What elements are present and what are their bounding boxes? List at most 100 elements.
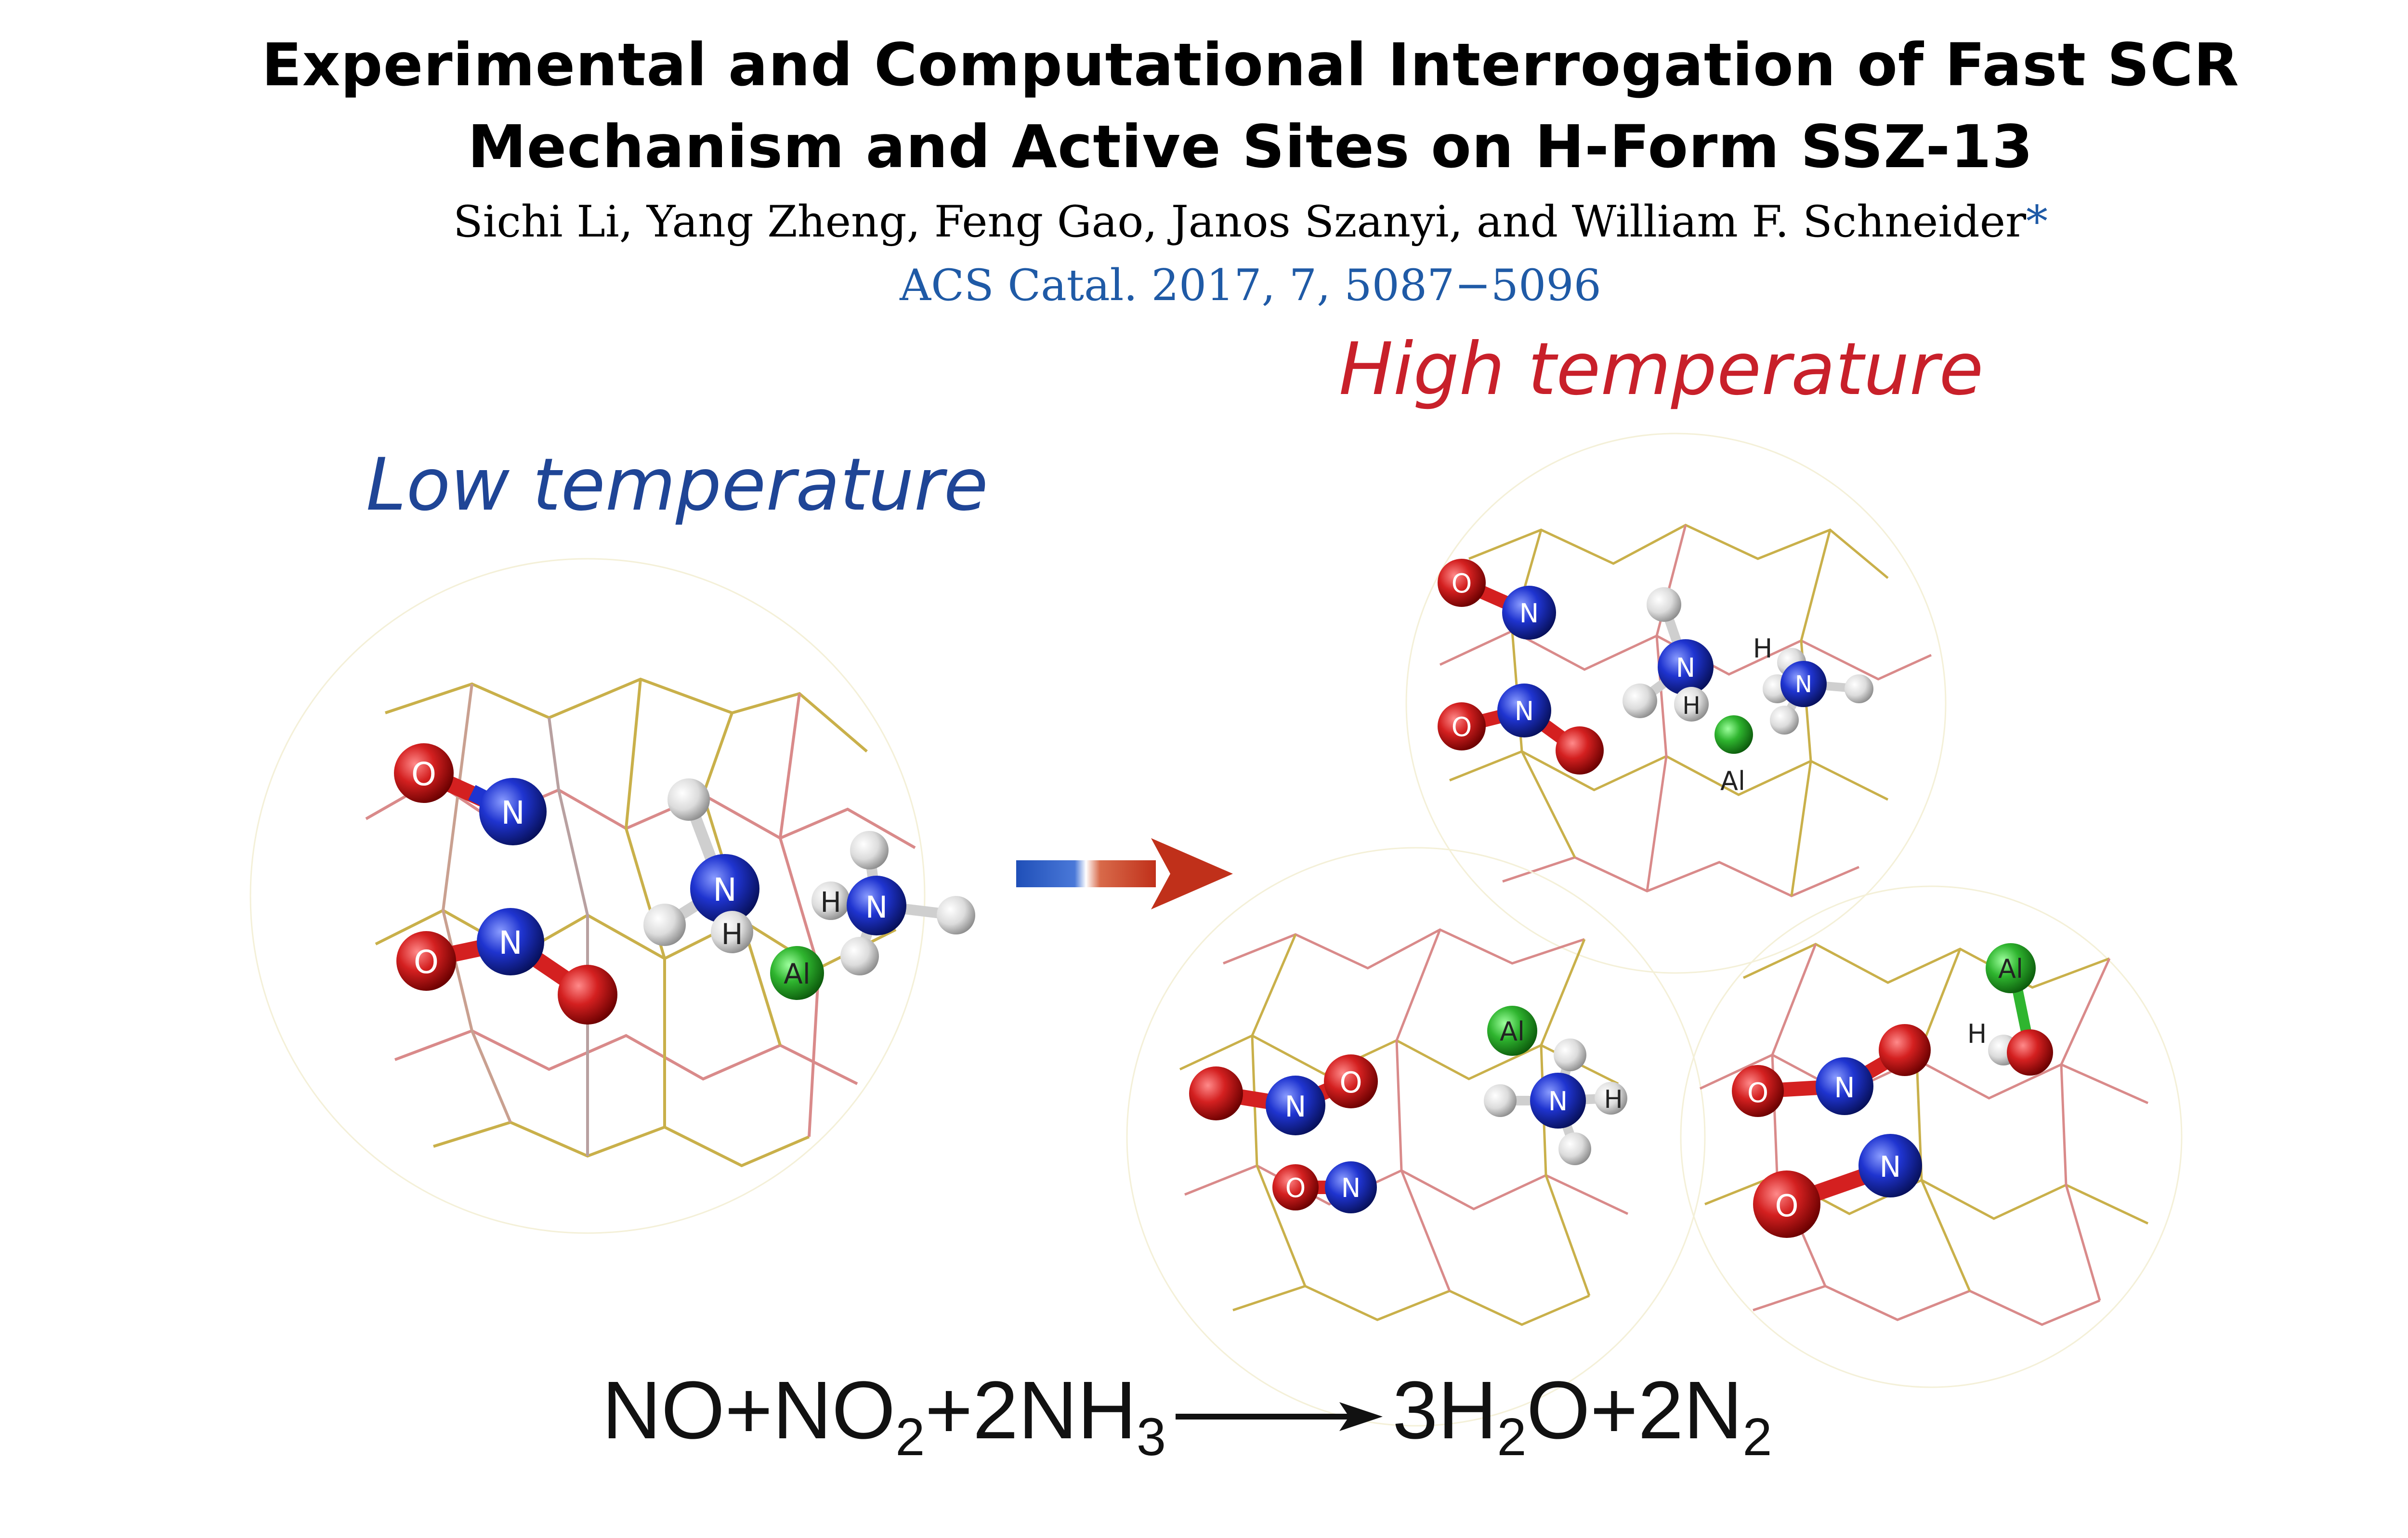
atom-label-h: H — [820, 886, 841, 919]
low-temp-molecules: O N O N N H — [394, 743, 975, 1025]
equation-reactants-part1: NO+NO — [602, 1365, 896, 1456]
nitrogen-atom — [1497, 684, 1551, 737]
aluminum-atom — [1487, 1006, 1537, 1056]
equation-reactants-part2: +2NH — [925, 1365, 1137, 1456]
nitrogen-atom — [690, 854, 759, 923]
atom-label-o: O — [1452, 568, 1472, 599]
atom-label-o: O — [414, 944, 439, 981]
title-line-1: Experimental and Computational Interroga… — [262, 31, 2239, 99]
high-temp-left-molecules: N O O N Al N H — [1189, 1006, 1627, 1213]
atom-label-n: N — [1515, 696, 1534, 726]
high-temp-right-molecules: Al H O N O N — [1732, 943, 2053, 1238]
atom-label-n: N — [1341, 1173, 1361, 1203]
high-temp-top-molecules: O N O N N H H N — [1438, 559, 1873, 796]
nitrogen-atom — [477, 908, 544, 975]
oxygen-atom — [1189, 1066, 1243, 1120]
aluminum-atom — [770, 946, 824, 1000]
equation-subscript: 3 — [1136, 1407, 1166, 1467]
low-temperature-label: Low temperature — [366, 443, 988, 527]
atom-label-n: N — [865, 890, 888, 925]
atom-label-n: N — [498, 924, 522, 961]
hydrogen-atom — [711, 911, 753, 953]
oxygen-atom — [396, 931, 456, 991]
equation-subscript: 2 — [895, 1407, 925, 1467]
hydrogen-atom — [1558, 1132, 1591, 1165]
zeolite-cage-low — [249, 558, 926, 1234]
hydrogen-atom — [667, 778, 710, 821]
nitrogen-atom — [1502, 586, 1556, 640]
equation-subscript: 2 — [1497, 1407, 1527, 1467]
atom-label-al: Al — [1998, 954, 2023, 984]
oxygen-atom — [1438, 559, 1486, 607]
aluminum-atom — [1986, 943, 2036, 993]
oxygen-atom — [2007, 1029, 2053, 1076]
atom-label-n: N — [1285, 1090, 1307, 1124]
atom-label-h: H — [1682, 692, 1701, 720]
atom-label-h: H — [1967, 1019, 1987, 1049]
hydrogen-atom — [1484, 1084, 1517, 1117]
oxygen-atom — [1753, 1170, 1820, 1238]
hydrogen-atom — [937, 896, 975, 934]
atom-label-o: O — [1775, 1188, 1799, 1223]
oxygen-atom — [1556, 726, 1604, 775]
equation-subscript: 2 — [1742, 1407, 1772, 1467]
oxygen-atom — [394, 743, 454, 803]
journal-citation[interactable]: ACS Catal. 2017, 7, 5087−5096 — [900, 260, 1601, 311]
hydrogen-atom — [811, 881, 850, 920]
atom-label-o: O — [1285, 1173, 1306, 1203]
hydrogen-atom — [1770, 706, 1799, 735]
atom-label-al: Al — [784, 958, 811, 990]
nitrogen-atom — [1530, 1073, 1586, 1129]
author-names: Sichi Li, Yang Zheng, Feng Gao, Janos Sz… — [453, 197, 2026, 247]
atom-label-al: Al — [1720, 766, 1745, 796]
nitrogen-atom — [1780, 661, 1827, 707]
hydrogen-atom — [850, 831, 889, 869]
atom-label-o: O — [411, 756, 436, 793]
hydrogen-atom — [1674, 687, 1709, 722]
oxygen-atom — [1732, 1065, 1784, 1117]
atom-label-o: O — [1452, 712, 1472, 742]
hydrogen-atom — [1595, 1082, 1627, 1115]
author-list: Sichi Li, Yang Zheng, Feng Gao, Janos Sz… — [0, 197, 2408, 247]
nitrogen-atom — [1816, 1057, 1873, 1115]
atom-label-n: N — [1519, 598, 1539, 629]
oxygen-atom — [1438, 702, 1486, 750]
oxygen-atom — [558, 965, 617, 1025]
atom-label-h: H — [721, 918, 743, 951]
atom-label-h: H — [1753, 633, 1773, 664]
atom-label-n: N — [713, 871, 736, 908]
hydrogen-atom — [1554, 1038, 1586, 1071]
hydrogen-atom — [1623, 684, 1657, 718]
atom-label-n: N — [1676, 653, 1695, 683]
nitrogen-atom — [1658, 639, 1714, 695]
nitrogen-atom — [1858, 1134, 1922, 1197]
atom-label-n: N — [1880, 1150, 1901, 1184]
aluminum-atom — [1714, 715, 1753, 754]
atom-label-n: N — [1834, 1071, 1855, 1104]
atom-label-o: O — [1747, 1078, 1768, 1109]
paper-title: Experimental and Computational Interroga… — [0, 24, 2408, 188]
corresponding-author-mark: * — [2026, 197, 2048, 247]
oxygen-atom — [1324, 1054, 1378, 1108]
transition-arrow — [1016, 838, 1233, 909]
atom-label-al: Al — [1500, 1016, 1525, 1047]
oxygen-atom — [1879, 1024, 1931, 1076]
high-temperature-label: High temperature — [1339, 328, 1984, 411]
atom-label-n: N — [1795, 671, 1812, 698]
hydrogen-atom — [840, 937, 879, 975]
hydrogen-atom — [1845, 674, 1873, 703]
equation-products-part2: O+2N — [1526, 1365, 1743, 1456]
nitrogen-atom — [1325, 1161, 1377, 1213]
hydrogen-atom — [643, 904, 686, 946]
atom-label-o: O — [1339, 1066, 1362, 1100]
nitrogen-atom — [847, 876, 906, 935]
atom-label-h: H — [1604, 1085, 1623, 1114]
oxygen-atom — [1272, 1164, 1319, 1210]
hydrogen-atom — [1647, 587, 1681, 622]
nitrogen-atom — [479, 778, 547, 845]
nitrogen-atom — [1266, 1076, 1325, 1135]
atom-label-n: N — [1548, 1086, 1568, 1117]
